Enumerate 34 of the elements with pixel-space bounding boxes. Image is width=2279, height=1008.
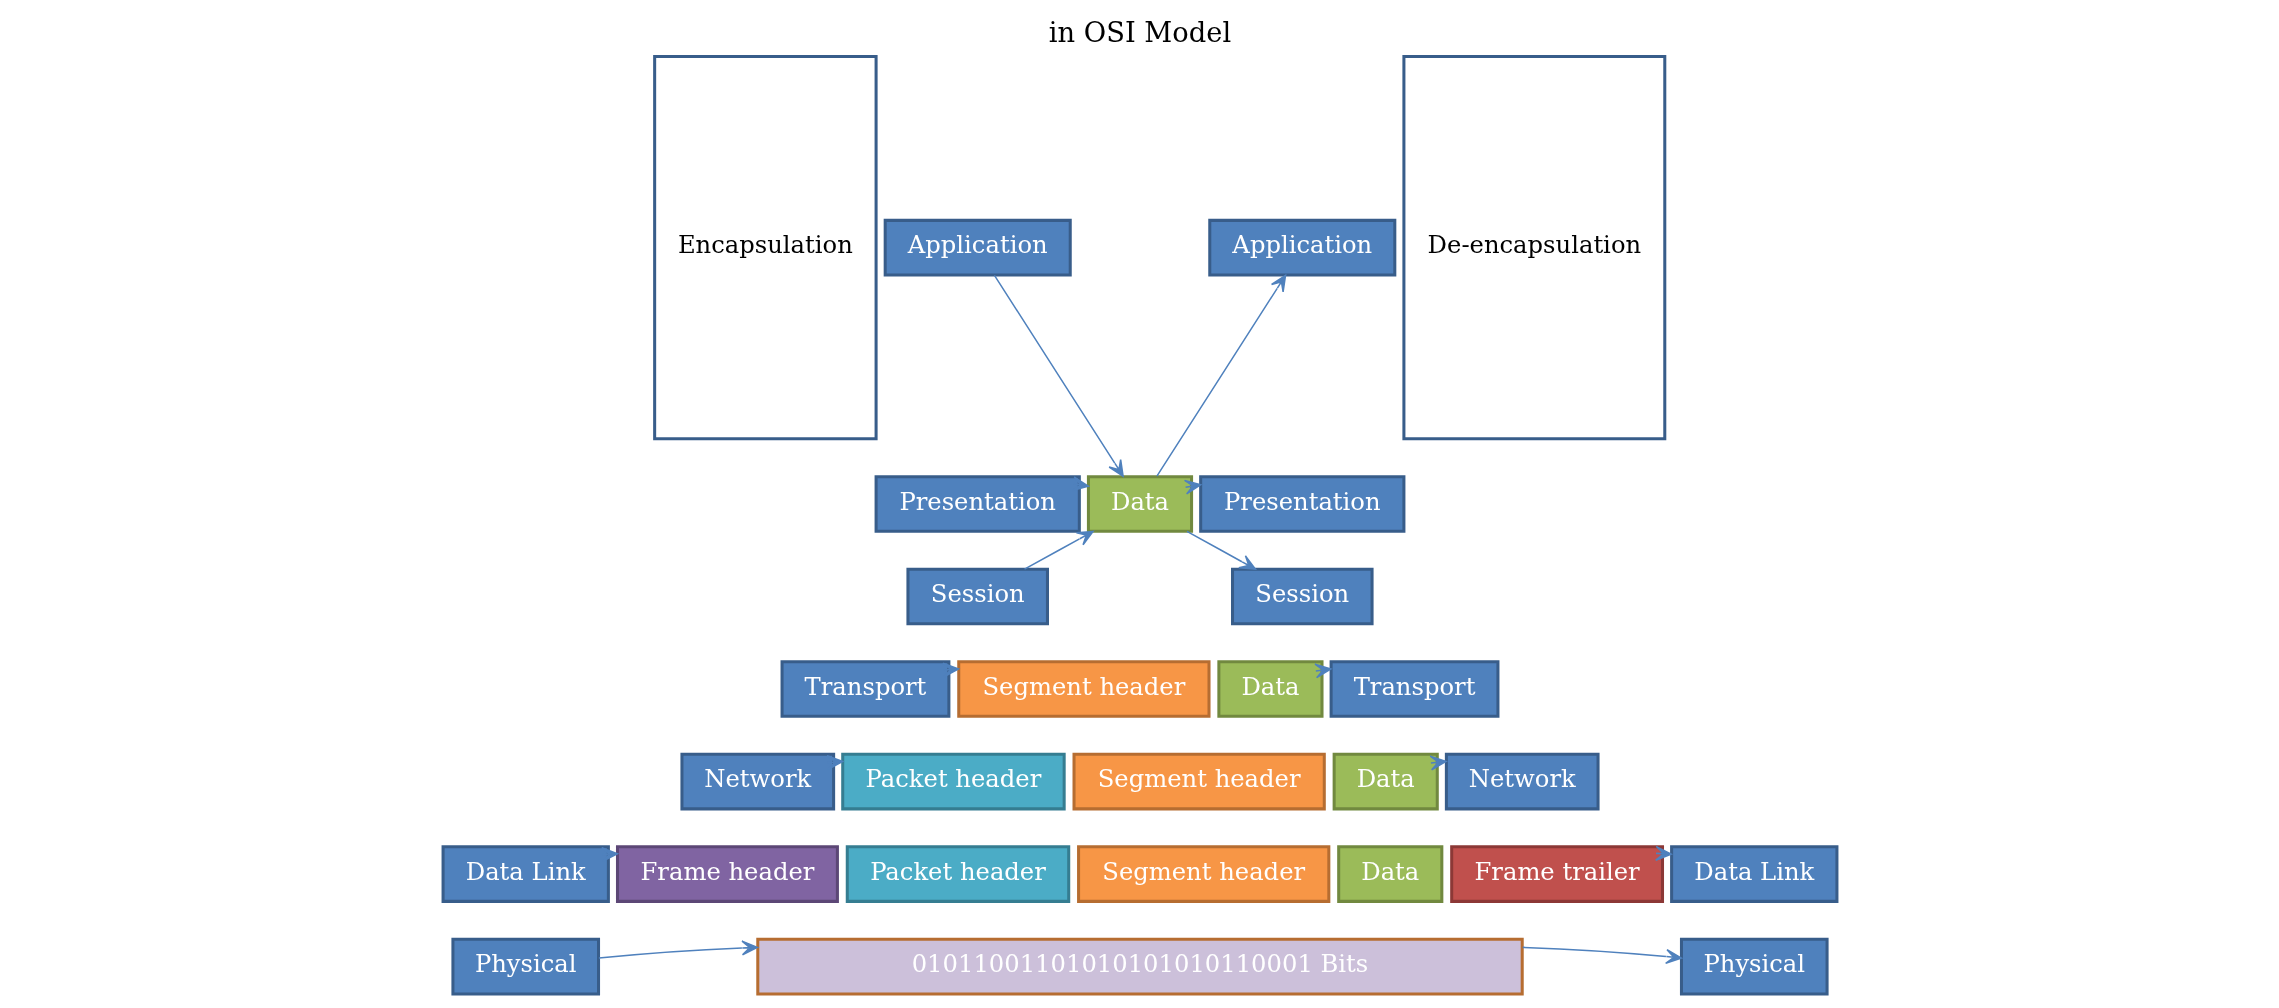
node-box: Network bbox=[1444, 752, 1600, 811]
node-box: 01011001101010101010110001 Bits bbox=[755, 937, 1524, 996]
node-box: Packet header bbox=[840, 752, 1066, 811]
arrow bbox=[1654, 845, 1672, 861]
node-box: Segment header bbox=[1076, 845, 1330, 903]
node-box: Data Link bbox=[1669, 845, 1838, 903]
arrow bbox=[993, 274, 1124, 477]
node-box: Segment header bbox=[1072, 752, 1326, 811]
arrow bbox=[1313, 663, 1332, 679]
node-box: Session bbox=[1230, 567, 1374, 626]
arrow bbox=[600, 847, 618, 863]
node-box: Frame header bbox=[615, 845, 839, 903]
node-box: De-encapsulation bbox=[1401, 55, 1666, 441]
node-box: Segment header bbox=[956, 660, 1211, 718]
arrow bbox=[941, 662, 959, 678]
arrow bbox=[1183, 479, 1201, 495]
arrow bbox=[1023, 530, 1094, 570]
node-box: Application bbox=[883, 218, 1072, 277]
arrow bbox=[1185, 530, 1256, 570]
node-box: Application bbox=[1207, 218, 1396, 277]
arrow bbox=[1521, 946, 1682, 965]
node-box: Presentation bbox=[1198, 475, 1405, 533]
node-box: Physical bbox=[1679, 937, 1829, 996]
arrow bbox=[1429, 755, 1447, 771]
node-box: Encapsulation bbox=[652, 55, 878, 441]
node-box: Session bbox=[905, 567, 1049, 626]
node-box: Data bbox=[1336, 845, 1443, 903]
node-box: Transport bbox=[1329, 660, 1499, 718]
node-box: Packet header bbox=[845, 845, 1070, 903]
node-box: Physical bbox=[450, 937, 600, 996]
arrow bbox=[1155, 274, 1286, 477]
arrow bbox=[825, 755, 843, 771]
arrow bbox=[597, 940, 758, 959]
diagram-title: in OSI Model bbox=[1048, 17, 1231, 49]
